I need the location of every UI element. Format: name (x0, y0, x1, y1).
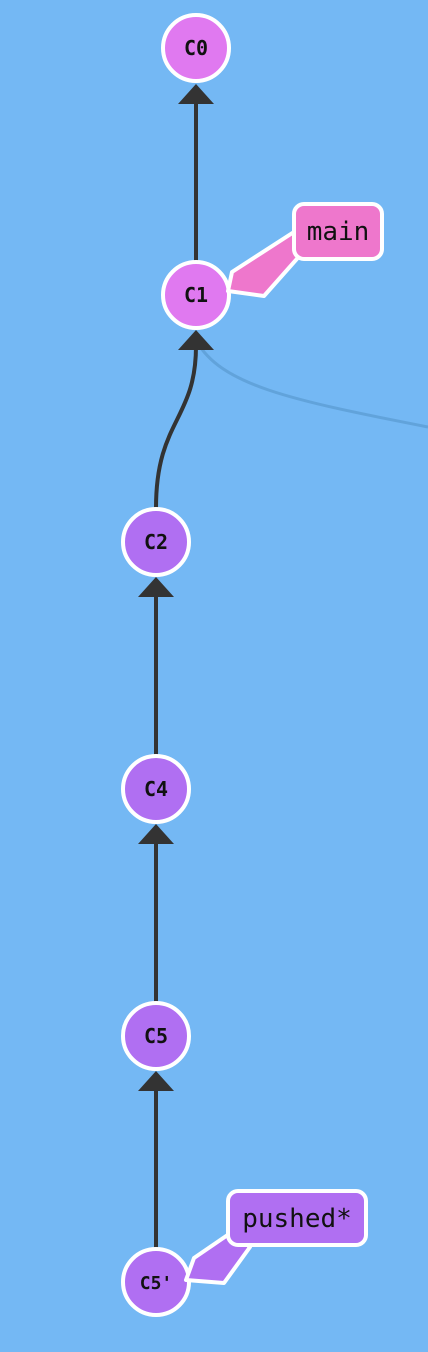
commit-node-c2[interactable]: C2 (121, 507, 191, 577)
commit-circle[interactable] (121, 1001, 191, 1071)
edge-c5-c4-arrowhead (138, 824, 174, 844)
commit-node-c5-prime[interactable]: C5' (121, 1247, 191, 1317)
commit-label: C0 (184, 36, 208, 60)
commit-node-c1[interactable]: C1 (161, 260, 231, 330)
edge-c5p-c5-arrowhead (138, 1071, 174, 1091)
branch-tag-pushed[interactable]: pushed* (184, 1189, 368, 1285)
commit-circle[interactable] (121, 507, 191, 577)
commit-node-c4[interactable]: C4 (121, 754, 191, 824)
branch-tag-main[interactable]: main (226, 202, 384, 298)
commit-circle[interactable] (121, 754, 191, 824)
commit-label: C1 (184, 283, 208, 307)
commit-label: C2 (144, 530, 168, 554)
commit-label: C5 (144, 1024, 168, 1048)
commit-label: C5' (140, 1273, 173, 1294)
branch-label-box-pushed[interactable] (226, 1189, 368, 1247)
faded-branch-edge (194, 339, 428, 429)
commit-node-c5[interactable]: C5 (121, 1001, 191, 1071)
commit-label: C4 (144, 777, 168, 801)
commit-circle[interactable] (161, 13, 231, 83)
commit-node-c0[interactable]: C0 (161, 13, 231, 83)
edge-c2-c1-arrowhead (178, 330, 214, 350)
branch-label-box-main[interactable] (292, 202, 384, 261)
edge-c4-c2-arrowhead (138, 577, 174, 597)
branch-arrow-main (226, 228, 305, 298)
edge-c2-c1 (154, 345, 198, 509)
branch-label-main: main (307, 217, 370, 247)
edge-layer (138, 84, 214, 1248)
edge-c1-c0-arrowhead (178, 84, 214, 104)
commit-circle[interactable] (161, 260, 231, 330)
branch-label-pushed: pushed* (242, 1204, 352, 1234)
